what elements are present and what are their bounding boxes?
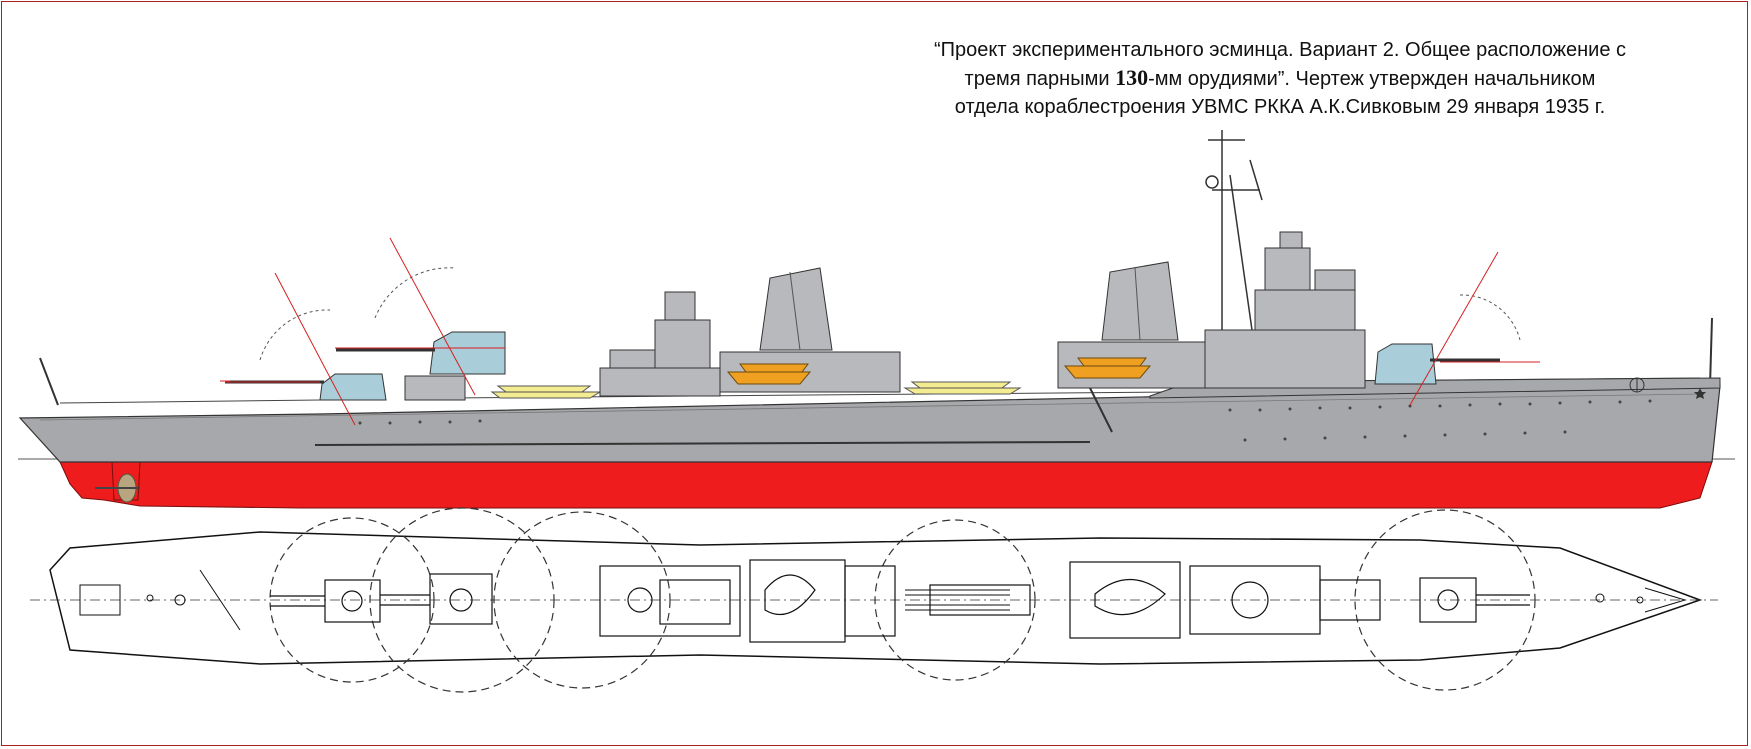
side-profile [18,130,1735,509]
aft-turret-2 [336,331,506,401]
fore-turret [1374,251,1540,406]
hull-belt-line [314,441,1091,446]
aft-turret-1 [220,373,387,401]
caption-line-3: отдела кораблестроения УВМС РККА А.К.Сив… [954,96,1606,118]
anchor-icon [1629,377,1645,393]
aft-firing-arcs [259,267,456,361]
plan-bow-details [1595,587,1687,613]
caption-line-1: “Проект экспериментального эсминца. Вари… [933,39,1627,61]
caption-line-2-start: тремя парными [964,68,1116,90]
aft-boat-deck [719,351,901,393]
bow-jackstaff [1709,317,1713,387]
aft-boats [490,385,602,399]
fore-funnel [1101,261,1179,341]
plan-firing-arcs [269,507,1536,693]
caption-line-2-end: -мм орудиями”. Чертеж утвержден начальни… [1148,68,1596,90]
portholes [358,399,1652,442]
caption-line-2: тремя парными 130-мм орудиями”. Чертеж у… [860,64,1700,93]
aft-funnel [759,267,833,351]
mid-boats [903,381,1022,395]
plan-torpedo-tubes [905,589,1010,611]
aft-firing-lines [225,237,505,426]
aft-superstructure [599,291,721,397]
underwater-hull [59,461,1713,509]
caption-gun-caliber: 130 [1115,65,1149,90]
stern-flagstaff [39,357,59,406]
plan-gun-mounts [270,573,1530,625]
plan-stern-details [79,569,241,631]
foremast [1205,130,1263,331]
drawing-caption: “Проект экспериментального эсминца. Вари… [860,36,1700,121]
fore-boat-deck [1057,341,1209,433]
propeller-icon [95,473,140,503]
plan-superstructure [599,559,1381,643]
deck-edge-line [39,393,1701,421]
plan-view [30,507,1718,693]
star-emblem [1694,388,1706,399]
bridge-superstructure [1204,231,1366,389]
